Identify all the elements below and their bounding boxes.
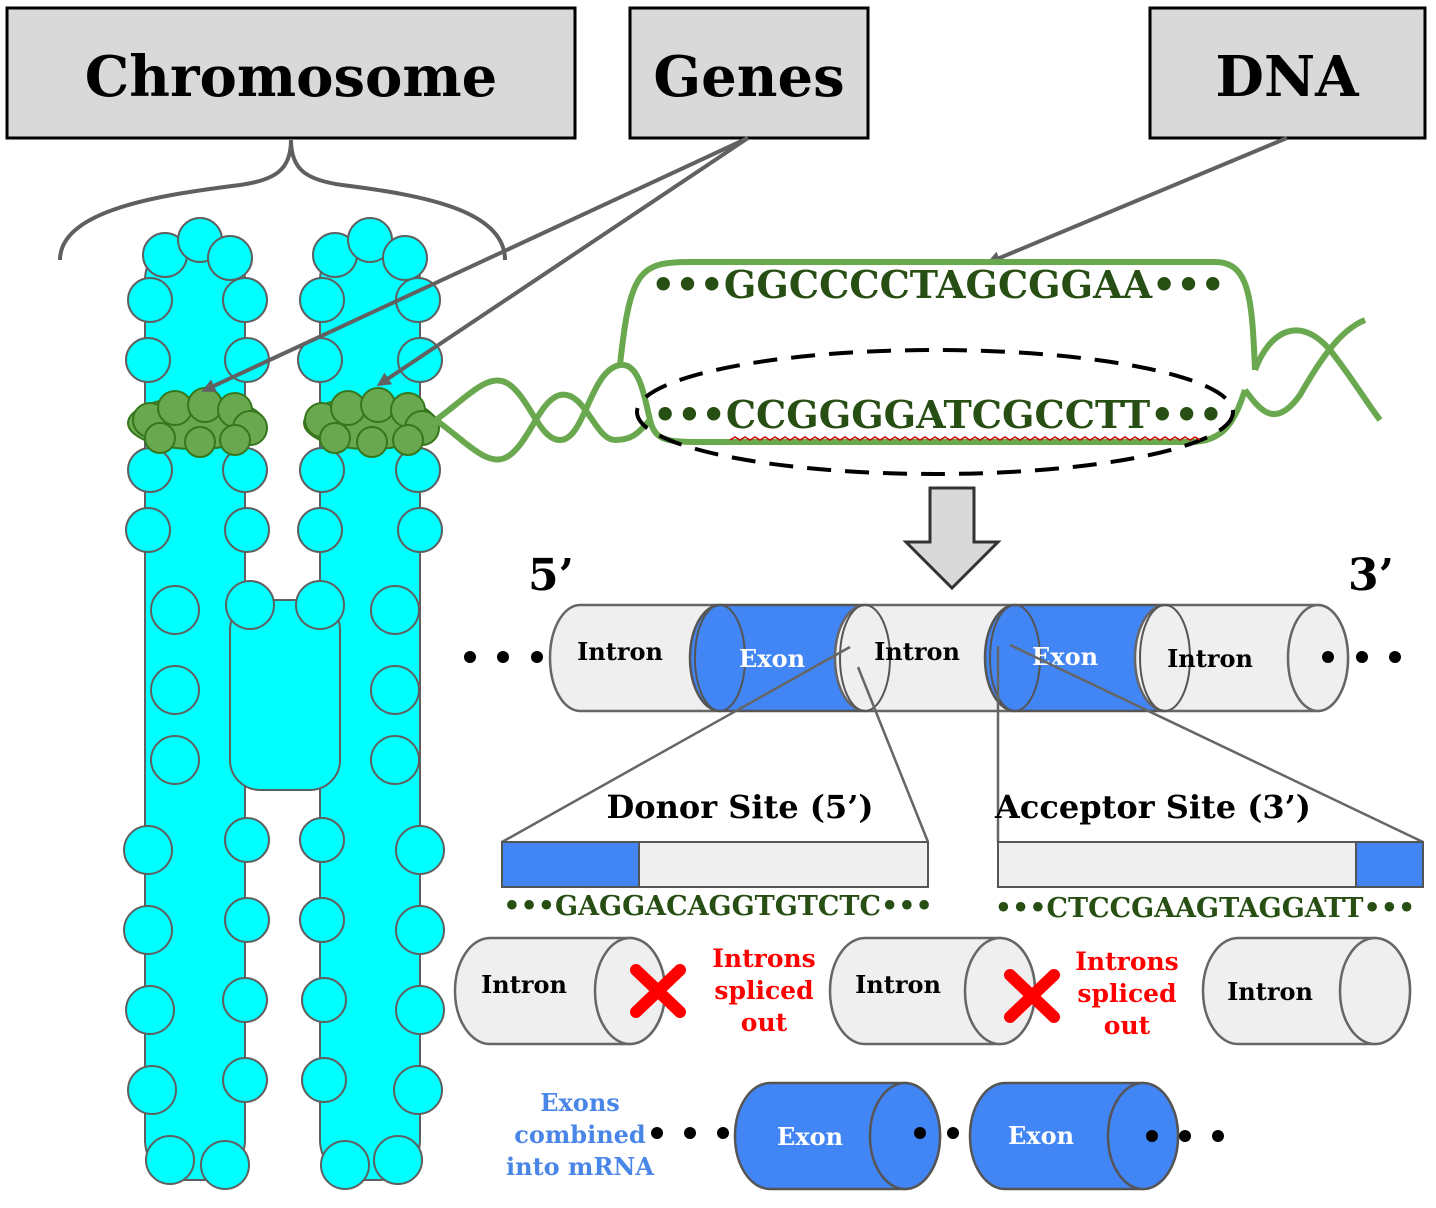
- gene-segment-1-label: Intron: [577, 637, 663, 666]
- gene-segment-5-label: Intron: [1167, 644, 1253, 673]
- spellcheck-underline: [729, 436, 1201, 441]
- spliced-intron-1: Intron: [453, 936, 667, 1046]
- mrna-exon-2-label: Exon: [1008, 1121, 1074, 1150]
- spliced-intron-3: Intron: [1201, 936, 1412, 1046]
- transcription-arrow: [902, 486, 1002, 591]
- gene-cylinder-chain: Intron Exon Intron Exon Intron: [464, 603, 1401, 713]
- spliced-out-note-2: Introns spliced out: [1075, 947, 1179, 1040]
- template-strand-highlight: [635, 348, 1235, 476]
- dna-label-box: DNA: [1148, 6, 1427, 140]
- genes-label: Genes: [653, 44, 844, 110]
- five-prime-label: 5’: [528, 550, 574, 601]
- spliced-intron-2: Intron: [828, 936, 1037, 1046]
- dna-arrow: [986, 136, 1288, 265]
- donor-site-bar: [501, 841, 929, 888]
- genes-arrow-right: [376, 136, 750, 387]
- acceptor-site-sequence: •••CTCCGAAGTAGGATT•••: [995, 893, 1416, 924]
- mrna-chain: Exon Exon: [651, 1081, 1224, 1191]
- dna-bottom-strand: •••CCGGGGATCGCCTT•••: [653, 392, 1223, 437]
- chromosome-label-box: Chromosome: [5, 6, 577, 140]
- remove-x-icon: [1004, 969, 1060, 1023]
- dna-top-strand: •••GGCCCCTAGCGGAA•••: [651, 262, 1225, 307]
- chromosome: [123, 217, 445, 1190]
- donor-site-sequence: •••GAGGACAGGTGTCTC•••: [503, 891, 932, 922]
- spliced-intron-2-label: Intron: [855, 970, 941, 999]
- gene-segment-3-label: Intron: [874, 637, 960, 666]
- svg-text:out: out: [1104, 1011, 1151, 1040]
- svg-text:into mRNA: into mRNA: [506, 1152, 654, 1181]
- svg-text:Introns: Introns: [1075, 947, 1179, 976]
- remove-x-icon: [630, 964, 686, 1018]
- svg-text:out: out: [741, 1008, 788, 1037]
- donor-site-label: Donor Site (5’): [607, 788, 874, 826]
- zoom-lines: [501, 643, 1424, 844]
- dna-label: DNA: [1215, 44, 1360, 110]
- svg-text:spliced: spliced: [1077, 979, 1176, 1008]
- gene-segment-4-label: Exon: [1032, 642, 1098, 671]
- genes-label-box: Genes: [628, 6, 870, 140]
- svg-text:combined: combined: [514, 1120, 646, 1149]
- spliced-intron-1-label: Intron: [481, 970, 567, 999]
- three-prime-label: 3’: [1348, 550, 1394, 601]
- gene-band-left: [127, 387, 268, 458]
- gene-band-right: [303, 387, 440, 458]
- acceptor-site-bar: [997, 841, 1424, 888]
- svg-text:Introns: Introns: [712, 944, 816, 973]
- gene-segment-2-label: Exon: [739, 644, 805, 673]
- chromosome-label: Chromosome: [85, 44, 498, 110]
- svg-text:spliced: spliced: [714, 976, 813, 1005]
- svg-text:Exons: Exons: [540, 1088, 620, 1117]
- chromosome-brace: [58, 139, 507, 261]
- mrna-exon-1-label: Exon: [777, 1122, 843, 1151]
- genes-arrow-left: [201, 136, 749, 393]
- spliced-intron-3-label: Intron: [1227, 977, 1313, 1006]
- mrna-caption: Exons combined into mRNA: [506, 1088, 654, 1181]
- spliced-out-note-1: Introns spliced out: [712, 944, 816, 1037]
- acceptor-site-label: Acceptor Site (3’): [994, 788, 1311, 826]
